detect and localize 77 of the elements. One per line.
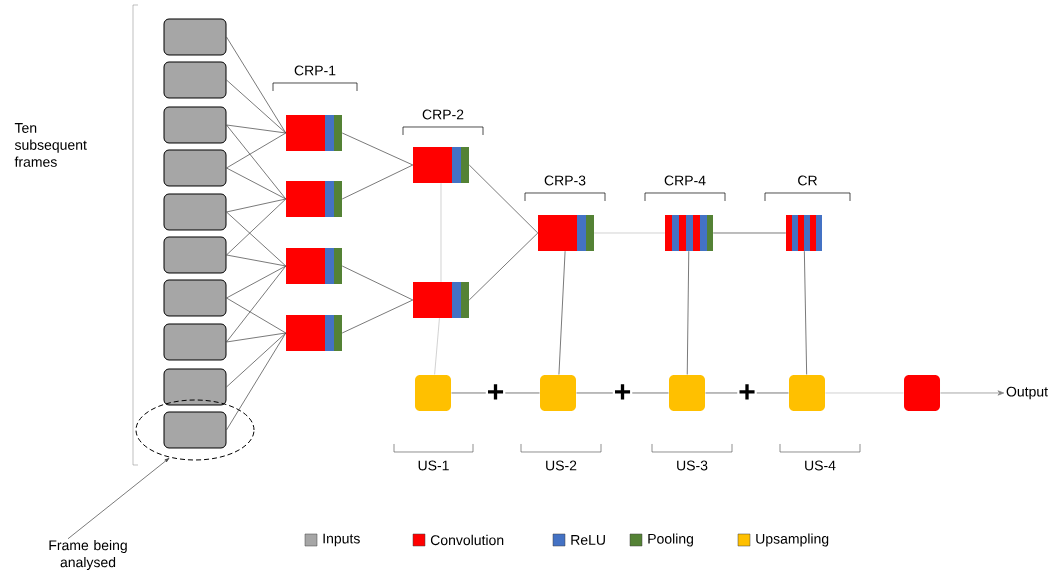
- frame-box: [163, 236, 227, 274]
- frame-box: [163, 411, 227, 449]
- connector-line: [434, 317, 440, 375]
- upsampling-block: [540, 375, 576, 411]
- legend-label: Convolution: [430, 534, 504, 546]
- side-label: Ten subsequent frames: [14, 123, 87, 167]
- upsampling-block: [669, 375, 705, 411]
- layer-block: [538, 215, 594, 251]
- dashed-ellipse: [135, 399, 255, 461]
- legend-label: Upsampling: [756, 533, 829, 547]
- connector-line: [558, 250, 566, 375]
- connector-line: [686, 250, 690, 375]
- layer-block: [286, 315, 342, 351]
- group-label: CRP-4: [664, 175, 706, 186]
- connector-line: [341, 265, 414, 301]
- plus-sign: +: [612, 383, 633, 403]
- connector-line: [226, 332, 287, 388]
- legend-label: Inputs: [323, 533, 360, 547]
- legend-label: Pooling: [648, 533, 693, 547]
- frame-box: [163, 323, 227, 361]
- connector-line: [341, 299, 414, 334]
- group-label: CRP-2: [422, 109, 464, 120]
- node-label: Frame being analysed: [49, 539, 127, 570]
- plus-sign: +: [737, 383, 757, 403]
- connector-line: [226, 265, 287, 299]
- connector-line: [341, 164, 414, 200]
- group-label: US-3: [677, 460, 708, 471]
- group-label: CRP-1: [294, 65, 336, 76]
- connector-line: [468, 164, 539, 234]
- frame-box: [163, 18, 227, 56]
- layer-block: [286, 115, 342, 151]
- connector-line: [226, 265, 287, 343]
- connector-line: [705, 392, 789, 394]
- legend-label: ReLU: [571, 535, 605, 545]
- group-label: US-4: [805, 460, 836, 471]
- connector-line: [451, 392, 540, 394]
- plus-sign: +: [485, 383, 506, 403]
- layer-block: [413, 282, 469, 318]
- frame-box: [163, 193, 227, 231]
- frame-box: [163, 149, 227, 187]
- connector-line: [226, 132, 287, 169]
- layer-block: [413, 147, 469, 183]
- group-label: CRP-3: [544, 175, 586, 186]
- connector-line: [226, 297, 287, 334]
- connector-line: [226, 167, 287, 200]
- group-label: CR: [798, 175, 817, 186]
- upsampling-block: [789, 375, 825, 411]
- frame-box: [163, 61, 227, 99]
- group-label: US-1: [418, 460, 449, 471]
- connector-line: [226, 124, 287, 134]
- group-label: US-2: [546, 460, 577, 471]
- connector-line: [226, 198, 287, 213]
- arrow: [67, 457, 170, 540]
- frame-box: [163, 106, 227, 144]
- upsampling-block: [415, 375, 451, 411]
- connector-line: [341, 132, 414, 166]
- arrow: [940, 390, 1005, 396]
- connector-line: [226, 124, 287, 200]
- connector-line: [712, 232, 787, 234]
- node-label: Output: [1006, 386, 1048, 400]
- connector-line: [468, 232, 539, 301]
- layer-block: [786, 215, 822, 251]
- layer-block: [665, 215, 713, 251]
- connector-line: [226, 79, 287, 134]
- connector-line: [226, 36, 287, 134]
- frame-box: [163, 279, 227, 317]
- layer-block: [286, 248, 342, 284]
- connector-line: [226, 198, 287, 256]
- connector-line: [226, 211, 287, 267]
- connector-line: [226, 332, 287, 431]
- connector-line: [804, 250, 807, 375]
- layer-block: [286, 181, 342, 217]
- frame-box: [163, 368, 227, 406]
- convolution-block: [904, 375, 940, 411]
- connector-line: [226, 332, 287, 343]
- connector-line: [226, 254, 287, 267]
- connector-line: [576, 392, 669, 394]
